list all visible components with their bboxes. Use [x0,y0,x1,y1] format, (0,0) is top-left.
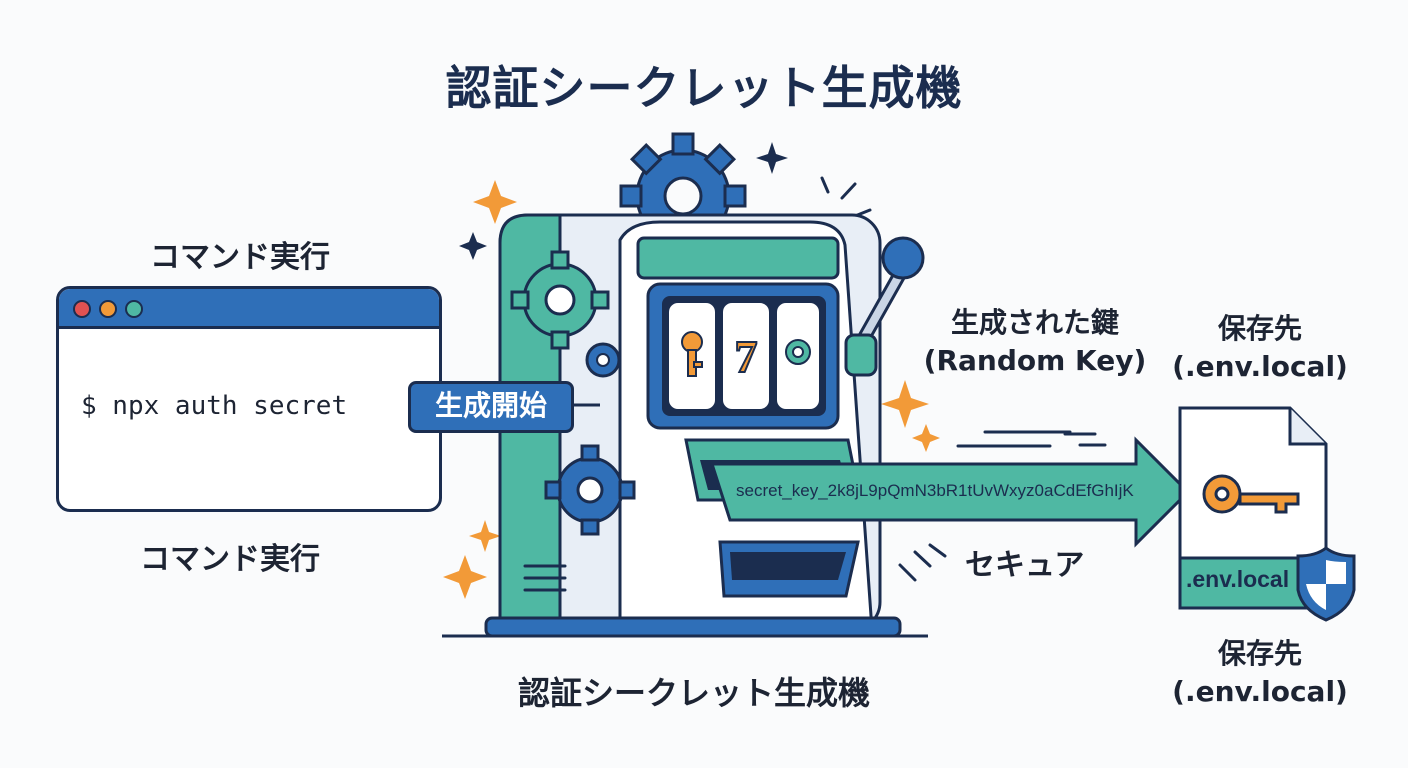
shield-icon [1296,546,1356,622]
terminal-titlebar [59,289,439,329]
env-file-icon [1178,406,1328,610]
gear-icon [544,444,636,536]
generated-key-value: secret_key_2k8jL9pQmN3bR1tUvWxyz0aCdEfGh… [736,481,1134,500]
save-destination-label-top: 保存先 (.env.local) [1160,310,1360,386]
generated-key-label-line1: 生成された鍵 [950,306,1119,339]
generated-key-label-line2: (Random Key) [923,344,1147,377]
terminal-window: $ npx auth secret [56,286,442,512]
key-arrow [709,436,1191,548]
save-destination-bottom-line1: 保存先 [1217,637,1302,670]
save-destination-top-line2: (.env.local) [1172,350,1348,383]
page-title: 認証シークレット生成機 [445,61,963,115]
generated-key-label: 生成された鍵 (Random Key) [920,304,1150,380]
minimize-dot-icon [99,300,117,318]
secure-label: セキュア [965,548,1085,583]
close-dot-icon [73,300,91,318]
sparkle-icon [443,180,940,599]
star-icon [459,142,788,260]
gear-icon [510,250,610,350]
reel-key-icon [681,331,703,377]
terminal-command: $ npx auth secret [81,391,348,421]
gear-icon [585,342,621,378]
command-label-top: コマンド実行 [150,240,330,275]
key-icon [1202,474,1300,514]
save-destination-label-bottom: 保存先 (.env.local) [1160,635,1360,711]
start-generation-button[interactable]: 生成開始 [408,381,574,433]
slot-machine: 7 [442,213,928,638]
reel-gear-icon [785,339,811,365]
maximize-dot-icon [125,300,143,318]
lever-knob[interactable] [881,236,925,280]
save-destination-bottom-line2: (.env.local) [1172,675,1348,708]
reel-seven: 7 [735,331,758,382]
save-destination-top-line1: 保存先 [1217,312,1302,345]
command-label-bottom: コマンド実行 [140,542,320,577]
env-file-label: .env.local [1186,566,1290,592]
machine-label: 認証シークレット生成機 [518,674,871,712]
